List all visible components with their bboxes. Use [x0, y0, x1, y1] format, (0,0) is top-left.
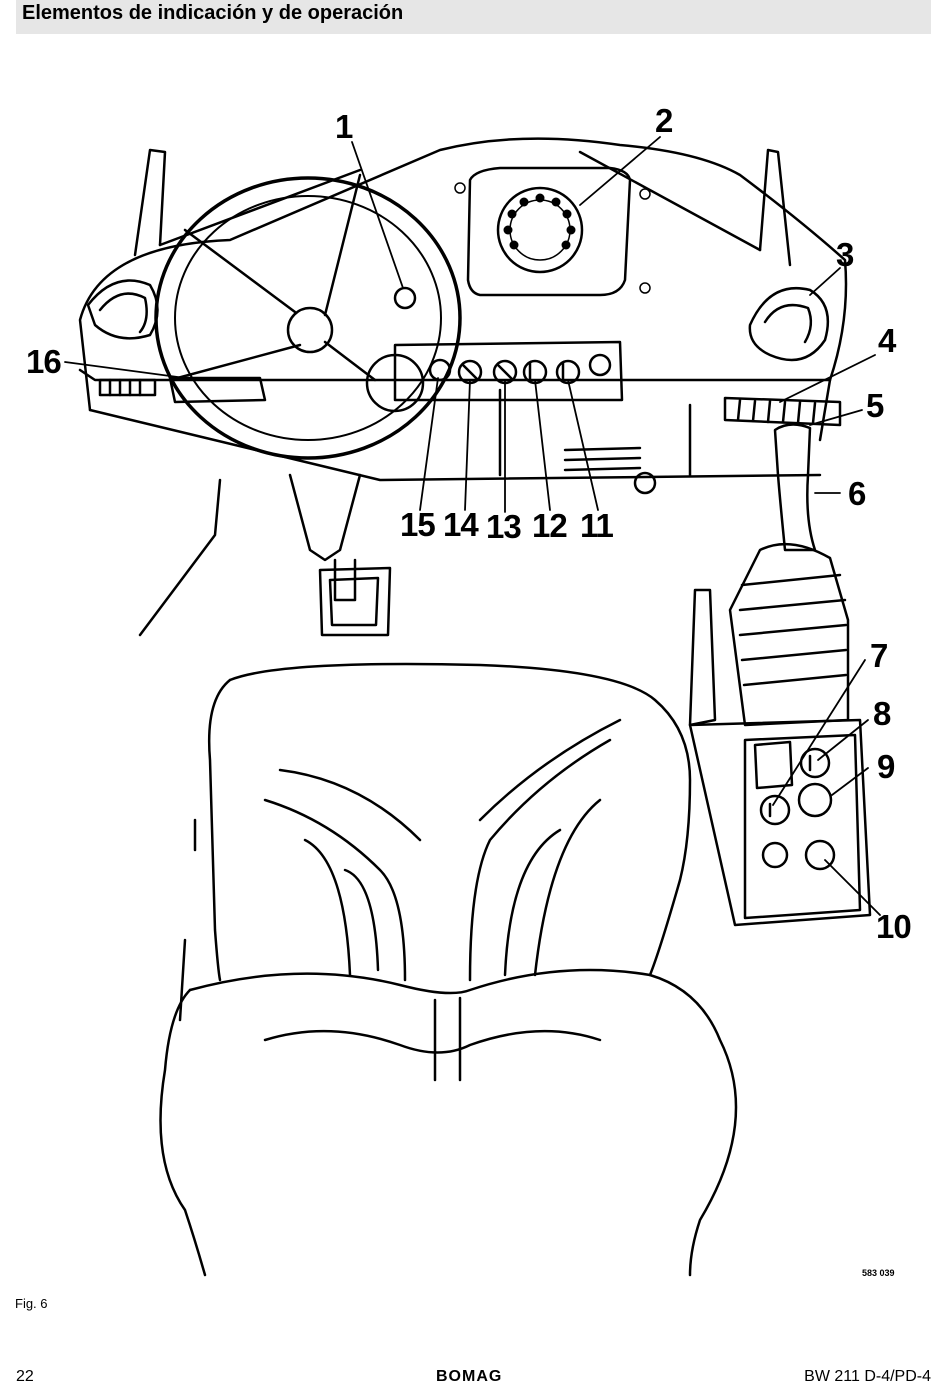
callout-8: 8 — [873, 695, 891, 732]
brand-name: BOMAG — [436, 1368, 503, 1385]
callout-1: 1 — [335, 108, 353, 145]
figure-caption: Fig. 6 — [15, 1296, 48, 1311]
callout-4: 4 — [878, 322, 897, 359]
steering-column — [138, 376, 392, 637]
page-number: 22 — [16, 1368, 34, 1385]
callout-9: 9 — [877, 748, 895, 785]
right-console — [688, 423, 872, 927]
callout-2: 2 — [655, 102, 673, 139]
callout-16: 16 — [26, 343, 61, 380]
callout-numbers: 1 2 3 4 5 6 7 8 9 10 11 12 13 14 15 16 — [26, 102, 912, 945]
steering-wheel — [154, 173, 462, 460]
callout-12: 12 — [532, 507, 567, 544]
model-name: BW 211 D-4/PD-4 — [804, 1368, 931, 1385]
page-title: Elementos de indicación y de operación — [22, 2, 404, 24]
header-bar — [16, 0, 931, 34]
callout-15: 15 — [400, 506, 435, 543]
callout-3: 3 — [836, 236, 854, 273]
operator-cab-illustration: 1 2 3 4 5 6 7 8 9 10 11 12 13 14 15 16 — [26, 102, 912, 1277]
dashboard — [78, 137, 848, 495]
operator-seat — [159, 662, 738, 1277]
callout-13: 13 — [486, 508, 521, 545]
drawing-number: 583 039 — [862, 1268, 895, 1278]
callout-10: 10 — [876, 908, 911, 945]
callout-14: 14 — [443, 506, 479, 543]
callout-leaders — [64, 136, 881, 916]
callout-11: 11 — [580, 507, 614, 544]
callout-7: 7 — [870, 637, 887, 674]
callout-5: 5 — [866, 387, 884, 424]
callout-6: 6 — [848, 475, 866, 512]
